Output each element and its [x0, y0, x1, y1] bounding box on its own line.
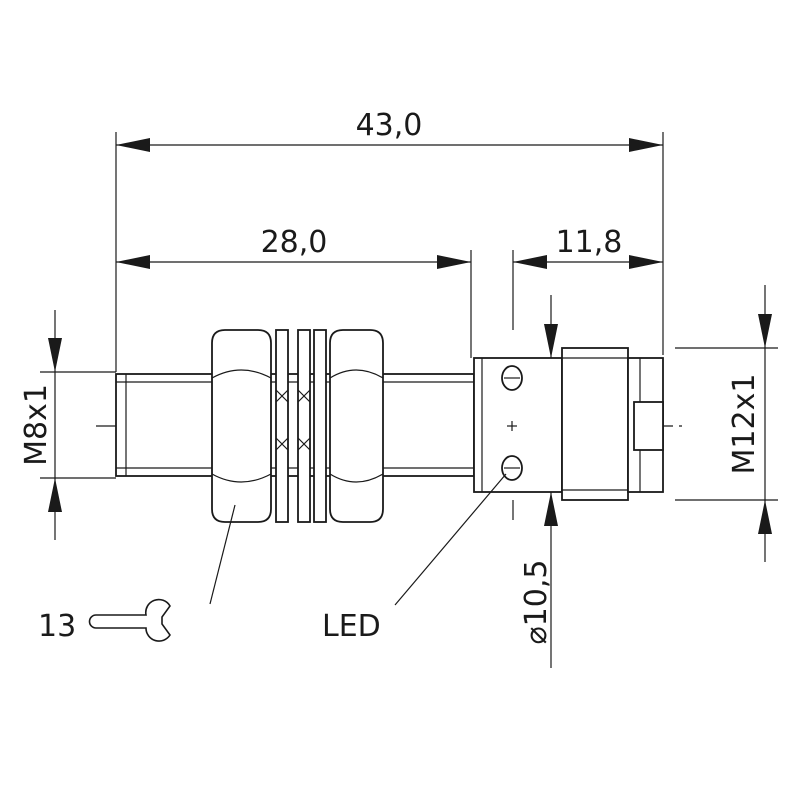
connector-m12 — [561, 347, 664, 501]
dimension-housing-diameter: ⌀10,5 — [519, 295, 558, 668]
label-housing-diameter: ⌀10,5 — [519, 560, 554, 645]
label-sensor-thread: M8x1 — [19, 384, 54, 466]
dimension-connector-length: 11,8 — [513, 225, 663, 269]
hex-nut-left — [211, 329, 272, 523]
dimension-overall-length: 43,0 — [116, 108, 663, 152]
label-wrench-size: 13 — [38, 609, 76, 644]
label-overall-length: 43,0 — [356, 108, 423, 143]
dimension-sensor-thread: M8x1 — [19, 310, 62, 540]
washers — [275, 329, 327, 523]
label-connector-length: 11,8 — [556, 225, 623, 260]
extension-lines — [40, 132, 778, 520]
label-led: LED — [322, 609, 381, 644]
sensor-thread-body — [115, 373, 475, 477]
hex-nut-right — [329, 329, 384, 523]
callout-led: LED — [322, 473, 507, 644]
led-housing — [473, 357, 563, 493]
label-connector-thread: M12x1 — [727, 374, 762, 475]
label-thread-length: 28,0 — [261, 225, 328, 260]
callout-wrench-size: 13 — [38, 504, 236, 644]
dimension-thread-length: 28,0 — [116, 225, 471, 269]
wrench-icon — [88, 598, 171, 642]
dimension-connector-thread: M12x1 — [727, 285, 772, 562]
